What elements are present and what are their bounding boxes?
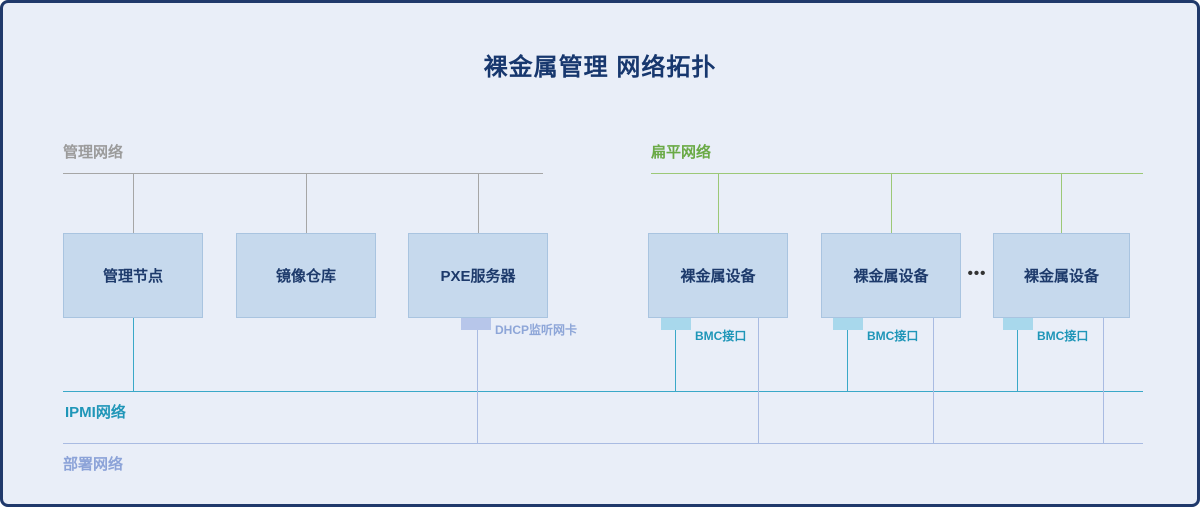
ipmi-network-label: IPMI网络 — [65, 404, 126, 421]
connector-bmc2-to-ipmi — [847, 330, 848, 391]
dhcp-nic-port — [461, 318, 491, 330]
ipmi-network-line — [63, 391, 1143, 392]
node-pxe-server: PXE服务器 — [408, 233, 548, 318]
connector-mgmt-to-pxe-server — [478, 173, 479, 233]
connector-dhcp-to-deploy — [477, 330, 478, 443]
node-pxe-server-label: PXE服务器 — [440, 268, 516, 285]
node-mgmt-node: 管理节点 — [63, 233, 203, 318]
connector-bm3-to-deploy — [1103, 318, 1104, 443]
deploy-network-label: 部署网络 — [63, 456, 124, 473]
management-network-label: 管理网络 — [63, 144, 124, 161]
bmc-port-1 — [661, 318, 691, 330]
flat-network-label: 扁平网络 — [651, 144, 712, 161]
bmc-label-2: BMC接口 — [867, 329, 919, 343]
page-title: 裸金属管理 网络拓扑 — [483, 54, 717, 81]
node-bm-device-3-label: 裸金属设备 — [1023, 268, 1099, 285]
bmc-port-2 — [833, 318, 863, 330]
node-bm-device-1-label: 裸金属设备 — [680, 268, 756, 285]
connector-flat-to-bm2 — [891, 173, 892, 233]
connector-flat-to-bm1 — [718, 173, 719, 233]
bmc-label-3: BMC接口 — [1037, 329, 1089, 343]
bmc-label-1: BMC接口 — [695, 329, 747, 343]
connector-bmc1-to-ipmi — [675, 330, 676, 391]
management-network-line — [63, 173, 543, 174]
node-bm-device-1: 裸金属设备 — [648, 233, 788, 318]
connector-bmc3-to-ipmi — [1017, 330, 1018, 391]
node-image-repo: 镜像仓库 — [236, 233, 376, 318]
connector-bm2-to-deploy — [933, 318, 934, 443]
connector-mgmt-to-image-repo — [306, 173, 307, 233]
node-bm-device-2-label: 裸金属设备 — [853, 268, 929, 285]
connector-bm1-to-deploy — [758, 318, 759, 443]
connector-mgmt-node-to-ipmi — [133, 318, 134, 391]
node-bm-device-2: 裸金属设备 — [821, 233, 961, 318]
node-bm-device-3: 裸金属设备 — [993, 233, 1130, 318]
flat-network-line — [651, 173, 1143, 174]
bmc-port-3 — [1003, 318, 1033, 330]
more-devices-ellipsis: ••• — [967, 265, 987, 282]
dhcp-nic-label: DHCP监听网卡 — [495, 323, 578, 337]
node-mgmt-node-label: 管理节点 — [102, 268, 163, 285]
node-image-repo-label: 镜像仓库 — [275, 268, 336, 285]
connector-mgmt-to-mgmt-node — [133, 173, 134, 233]
connector-flat-to-bm3 — [1061, 173, 1062, 233]
deploy-network-line — [63, 443, 1143, 444]
